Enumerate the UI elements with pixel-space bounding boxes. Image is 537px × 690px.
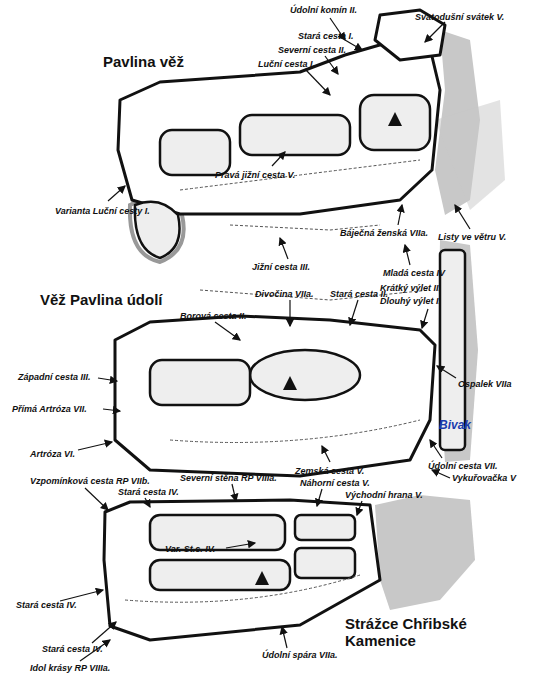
route-label: Divočina VIIa. (255, 289, 314, 299)
route-label: Severní stěna RP VIIIa. (180, 473, 277, 483)
route-label: Luční cesta I. (258, 59, 315, 69)
route-label: Svatodušní svátek V. (415, 12, 504, 22)
route-label: Vykuřovačka V (452, 473, 516, 483)
route-label: Údolní spára VIIa. (262, 650, 338, 660)
route-label: Vzpomínková cesta RP VIIb. (30, 476, 150, 486)
route-label: Údolní cesta VII. (428, 461, 498, 471)
route-label: Severní cesta II. (278, 45, 346, 55)
route-label: Borová cesta II. (180, 311, 247, 321)
route-label: Báječná ženská VIIa. (340, 228, 428, 238)
route-label: Listy ve větru V. (438, 232, 506, 242)
route-label: Stará cesta IV. (16, 600, 77, 610)
route-label: Stará cesta I. (298, 31, 354, 41)
route-label: Západní cesta III. (18, 372, 91, 382)
route-label: Pravá jižní cesta V. (215, 170, 295, 180)
tower-name: Strážce Chřibské Kamenice (345, 615, 480, 650)
route-label: Mladá cesta IV (383, 268, 445, 278)
tower-name: Pavlina věž (103, 53, 184, 70)
route-label: Údolní komín II. (290, 5, 357, 15)
route-label: Varianta Luční cesty I. (55, 206, 150, 216)
route-label: Zemská cesta V. (295, 466, 364, 476)
route-label: Přímá Artróza VII. (12, 404, 87, 414)
route-label: Krátký výlet II. (380, 283, 441, 293)
route-label: Ospalek VIIa (458, 379, 512, 389)
route-label: Jižní cesta III. (252, 262, 310, 272)
route-label: Východní hrana V. (345, 490, 423, 500)
route-label: Idol krásy RP VIIIa. (30, 663, 110, 673)
route-label: Stará cesta II. (330, 289, 388, 299)
route-label: Artróza VI. (30, 449, 75, 459)
route-label: Náhorní cesta V. (300, 478, 370, 488)
route-label: Var. St.c. IV. (165, 544, 215, 554)
route-label: Dlouhý výlet I. (380, 296, 441, 306)
tower-name: Věž Pavlina údolí (40, 291, 163, 308)
route-label: Stará cesta IV. (118, 487, 179, 497)
route-label: Stará cesta IV. (42, 644, 103, 654)
bivouac-label: Bivak (439, 419, 471, 433)
